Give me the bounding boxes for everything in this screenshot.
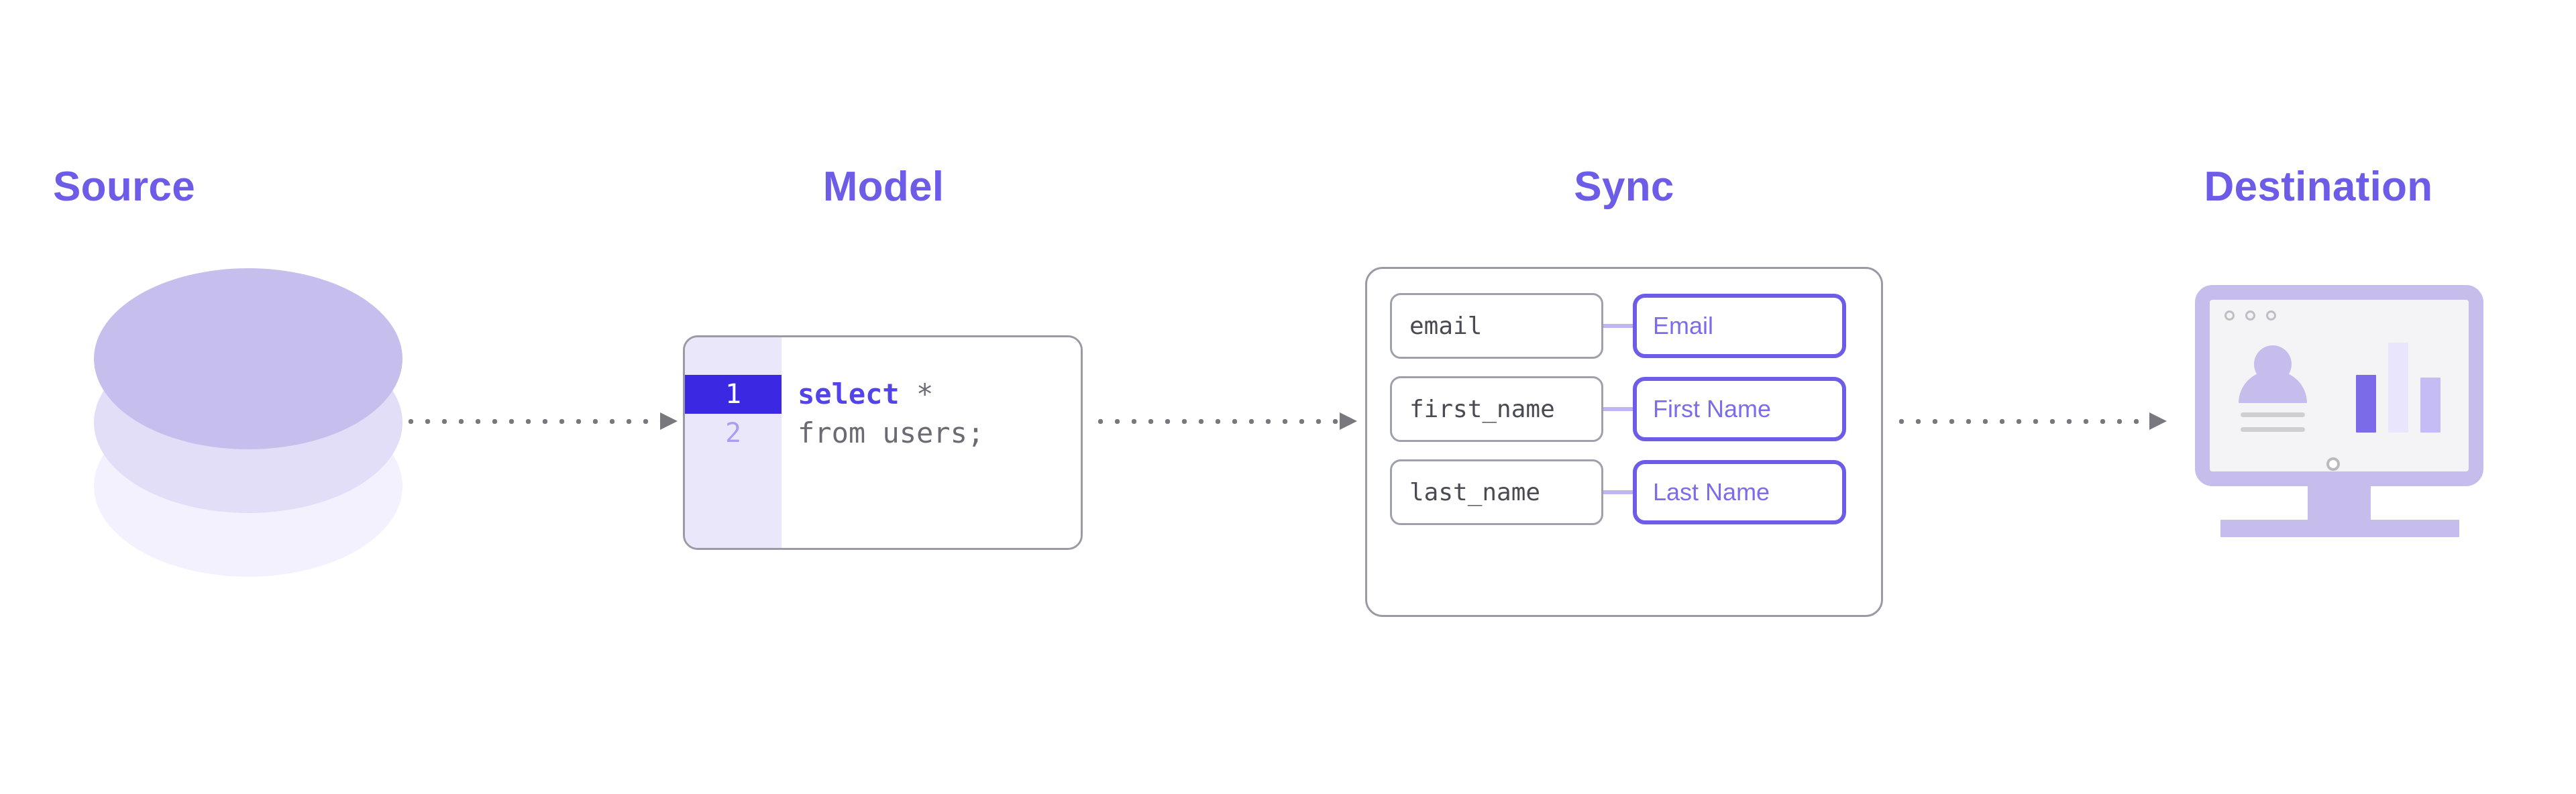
window-dot-icon [2245, 310, 2255, 321]
connector-source-to-model [402, 412, 678, 430]
avatar-body-icon [2239, 371, 2307, 403]
code-line-2: from users; [798, 416, 985, 449]
monitor-stand-base [2220, 520, 2459, 537]
arrowhead-icon [1340, 412, 1357, 430]
editor-code-area[interactable]: select * from users; [782, 337, 1081, 548]
gutter-line-number-2: 2 [724, 418, 742, 449]
mini-chart-bar-1 [2356, 375, 2376, 433]
mini-chart-bar-3 [2420, 378, 2440, 433]
monitor-power-indicator-icon [2326, 457, 2340, 471]
placeholder-text-line [2241, 412, 2305, 417]
source-field-last-name[interactable]: last_name [1390, 459, 1603, 525]
source-field-email[interactable]: email [1390, 293, 1603, 359]
heading-source: Source [53, 164, 195, 210]
monitor-dashboard-icon [2195, 285, 2483, 553]
connector-model-to-sync [1092, 412, 1357, 430]
gutter-line-number-1: 1 [685, 375, 782, 414]
window-dot-icon [2224, 310, 2235, 321]
arrowhead-icon [2149, 412, 2167, 430]
monitor-stand-neck [2308, 486, 2371, 524]
code-line-1: select * [798, 375, 1081, 414]
editor-gutter: 1 2 [685, 337, 782, 548]
connector-sync-to-destination [1893, 412, 2167, 430]
mapping-link-line [1603, 490, 1633, 494]
sync-field-mapping-panel: email Email first_name First Name last_n… [1365, 267, 1883, 617]
destination-field-email[interactable]: Email [1633, 294, 1846, 358]
placeholder-text-line [2241, 427, 2305, 432]
database-cylinder-icon [94, 268, 402, 583]
field-mapping-row: email Email [1390, 293, 1858, 359]
window-dots-group [2224, 310, 2276, 321]
sql-star-operator: * [899, 378, 934, 410]
heading-model: Model [822, 164, 945, 210]
heading-sync: Sync [1574, 164, 1674, 210]
dotted-line [1092, 418, 1340, 424]
source-field-first-name[interactable]: first_name [1390, 376, 1603, 442]
sql-code-editor[interactable]: 1 2 select * from users; [683, 335, 1083, 550]
monitor-screen [2195, 285, 2483, 486]
mapping-link-line [1603, 407, 1633, 411]
field-mapping-row: first_name First Name [1390, 376, 1858, 442]
destination-field-first-name[interactable]: First Name [1633, 377, 1846, 441]
dotted-line [1893, 418, 2149, 424]
window-dot-icon [2266, 310, 2276, 321]
sql-keyword-select: select [798, 378, 900, 410]
destination-field-last-name[interactable]: Last Name [1633, 460, 1846, 524]
mapping-link-line [1603, 324, 1633, 328]
field-mapping-row: last_name Last Name [1390, 459, 1858, 525]
database-disc-top [94, 268, 402, 449]
heading-destination: Destination [2204, 164, 2433, 210]
arrowhead-icon [660, 412, 678, 430]
mini-chart-bar-2 [2388, 343, 2408, 433]
dotted-line [402, 418, 660, 424]
